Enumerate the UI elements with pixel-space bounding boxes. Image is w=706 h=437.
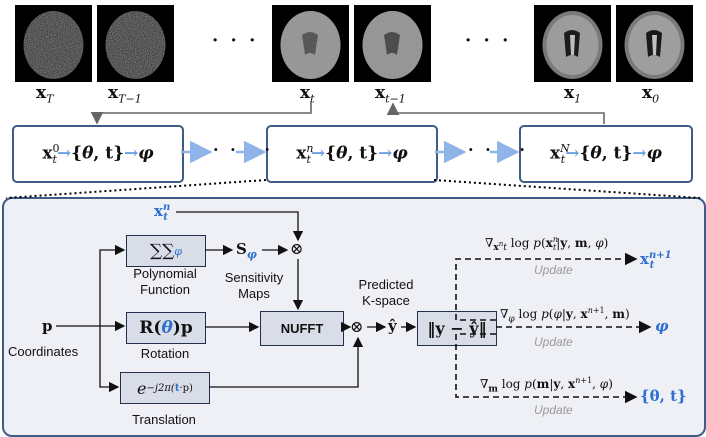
input-x-t-n: xnt	[154, 202, 171, 223]
S-sub: φ	[246, 248, 257, 261]
polynomial-label-2: Function	[140, 282, 190, 297]
predicted-2: K-space	[362, 293, 410, 308]
step-box-N: xNt→{θ, t}→φ	[519, 125, 693, 183]
step-N-formula: xNt→{θ, t}→φ	[550, 141, 662, 167]
loss-box: ‖y − ŷ‖	[417, 311, 497, 346]
p-symbol: p	[42, 317, 53, 335]
coordinates-label: Coordinates	[8, 344, 79, 359]
translation-box: e−j2π(t·p)	[120, 372, 210, 404]
loss-formula: ‖y − ŷ‖	[427, 319, 487, 338]
label-x-T: xT	[36, 83, 54, 106]
gradient-phi: ∇φ log p(φ|y, xn+1, m)	[500, 306, 630, 325]
step-n-formula: xnt→{θ, t}→φ	[296, 141, 408, 167]
update-label-3: Update	[534, 403, 573, 417]
yhat-symbol: ŷ	[388, 317, 397, 335]
polynomial-box: ∑∑φ	[126, 235, 206, 267]
rotation-label: Rotation	[140, 346, 190, 361]
rotation-R: R(	[139, 318, 162, 338]
translation-label: Translation	[132, 412, 196, 427]
output-phi: φ	[655, 317, 669, 335]
top-ellipsis-left: · · ·	[212, 30, 259, 51]
image-x-t	[272, 5, 349, 82]
output-x-t-n-plus-1: xn+1t	[640, 250, 672, 271]
nufft-label: NUFFT	[280, 321, 324, 336]
image-x-T	[15, 5, 92, 82]
update-label-1: Update	[534, 263, 573, 277]
step-box-n: xnt→{θ, t}→φ	[266, 125, 438, 183]
translation-t: t	[174, 382, 180, 394]
predicted-1: Predicted	[358, 277, 414, 292]
translation-e: e	[137, 378, 147, 398]
sens-label-1: Sensitivity	[224, 270, 284, 285]
rotation-box: R(θ)p	[126, 312, 206, 344]
chain-ellipsis-right: · · · ·	[468, 140, 528, 159]
polynomial-label-1: Polynomial	[133, 266, 197, 281]
sens-label-2: Maps	[238, 286, 270, 301]
label-x-t: xt	[300, 83, 315, 106]
sensitivity-symbol: Sφ	[236, 240, 257, 261]
rotation-end: )p	[172, 318, 193, 338]
output-theta-t: {θ, t}	[640, 387, 687, 405]
image-x-t-minus-1	[354, 5, 431, 82]
S-letter: S	[236, 240, 247, 258]
arrow-chain-to-xt-1	[386, 102, 605, 124]
gradient-x: ∇xnt log p(xnt|y, m, φ)	[485, 235, 609, 254]
step-0-formula: x0t→{θ, t}→φ	[42, 141, 154, 167]
translation-exp: −j2π(	[146, 382, 175, 394]
translation-rest: ·p)	[179, 382, 193, 394]
update-label-2: Update	[534, 335, 573, 349]
label-x-0: x0	[642, 83, 660, 106]
chain-ellipsis-left: · · · ·	[213, 140, 273, 159]
label-x-1: x1	[564, 83, 582, 106]
otimes-top: ⊗	[290, 239, 304, 258]
top-ellipsis-right: · · ·	[465, 30, 512, 51]
label-x-T-minus-1: xT−1	[108, 83, 142, 106]
polynomial-sub: φ	[174, 244, 182, 258]
image-x-0	[616, 5, 693, 82]
rotation-theta: θ	[161, 318, 173, 338]
image-x-1	[534, 5, 611, 82]
gradient-m: ∇m log p(m|y, xn+1, φ)	[480, 376, 613, 395]
otimes-right: ⊗	[350, 317, 364, 336]
polynomial-sum: ∑∑	[150, 241, 175, 261]
nufft-box: NUFFT	[260, 311, 344, 346]
label-x-t-minus-1: xt−1	[375, 83, 406, 106]
step-box-0: x0t→{θ, t}→φ	[12, 125, 184, 183]
image-x-T-minus-1	[97, 5, 174, 82]
